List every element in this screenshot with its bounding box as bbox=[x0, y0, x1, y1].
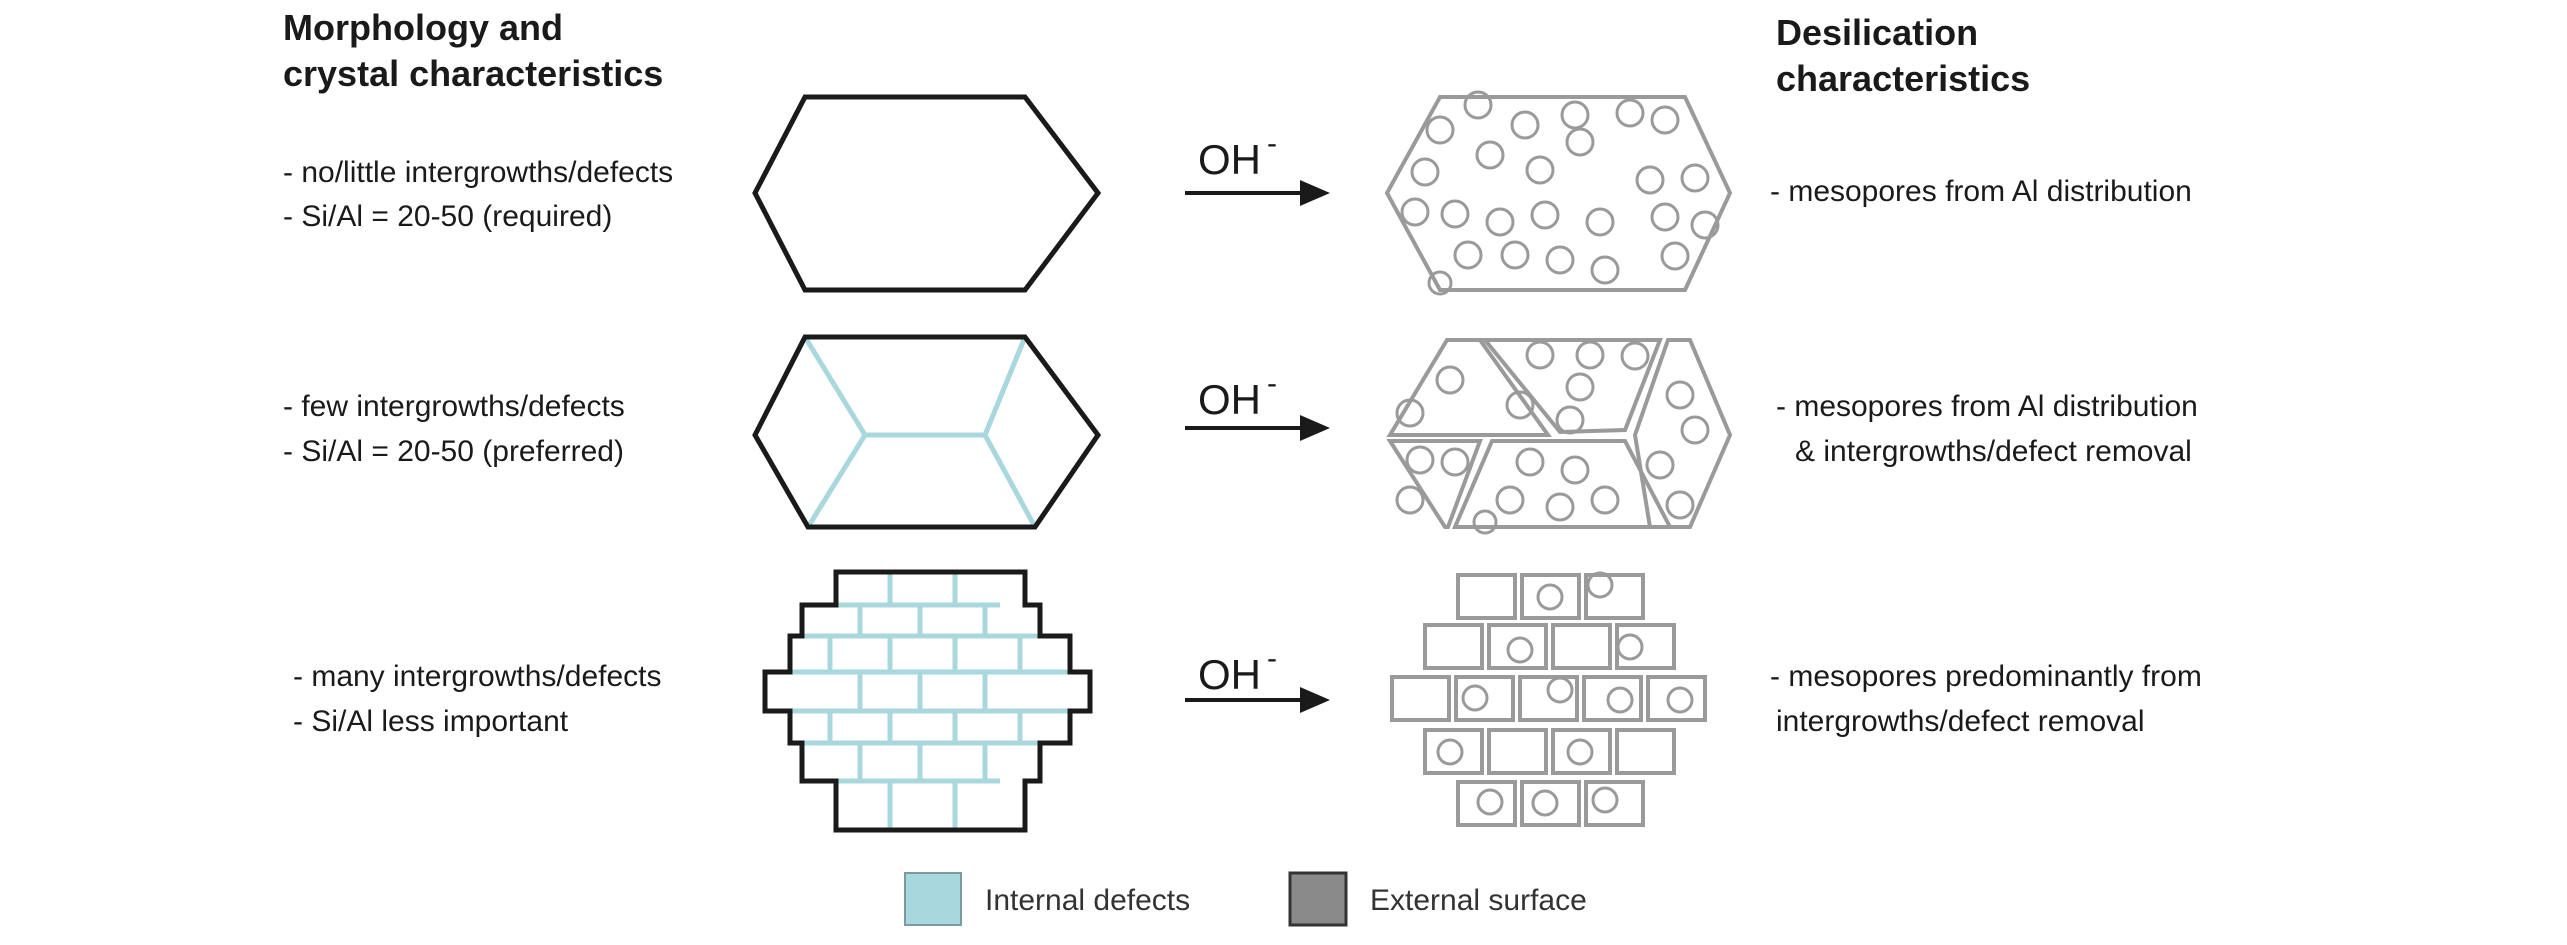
crystal2-internal-defects bbox=[802, 335, 1038, 529]
desilicated-crystal1 bbox=[1384, 90, 1733, 296]
arrow1-label: OH- bbox=[1198, 127, 1277, 183]
row1-right-line1: - mesopores from Al distribution bbox=[1770, 175, 2192, 208]
mesopores1 bbox=[1400, 90, 1720, 296]
row3-left-line2: - Si/Al less important bbox=[293, 705, 569, 738]
mesopores3 bbox=[1436, 571, 1694, 817]
left-heading-line2: crystal characteristics bbox=[283, 53, 664, 94]
left-heading-line1: Morphology and bbox=[283, 7, 563, 48]
legend-label-external-surface: External surface bbox=[1370, 884, 1587, 917]
crystal1-hexagon bbox=[752, 94, 1102, 293]
arrow3-head bbox=[1300, 687, 1330, 713]
crystal2 bbox=[752, 334, 1102, 530]
desilicated-crystal3 bbox=[1390, 571, 1707, 827]
legend-label-internal-defects: Internal defects bbox=[985, 884, 1191, 917]
right-heading-line1: Desilication bbox=[1776, 12, 1979, 53]
legend-swatch-external-surface bbox=[1288, 871, 1348, 927]
crystal2-hexagon bbox=[752, 334, 1102, 530]
row3-left-line1: - many intergrowths/defects bbox=[293, 660, 662, 693]
arrow2-head bbox=[1300, 415, 1330, 441]
row2-right-line1: - mesopores from Al distribution bbox=[1776, 390, 2198, 423]
row1-left-line1: - no/little intergrowths/defects bbox=[283, 156, 674, 189]
arrow3-label: OH- bbox=[1198, 642, 1277, 698]
arrow1-head bbox=[1300, 180, 1330, 206]
desilicated-crystal2 bbox=[1386, 338, 1733, 535]
crystal3-outline bbox=[762, 569, 1093, 833]
row3-right-line2: intergrowths/defect removal bbox=[1776, 705, 2145, 738]
row3-right-line1: - mesopores predominantly from bbox=[1770, 660, 2202, 693]
legend-swatch-internal-defects bbox=[904, 872, 962, 926]
row2-right-line2: & intergrowths/defect removal bbox=[1795, 435, 2192, 468]
right-heading-line2: characteristics bbox=[1776, 58, 2031, 99]
row2-left-line1: - few intergrowths/defects bbox=[283, 390, 625, 423]
row2-left-line2: - Si/Al = 20-50 (preferred) bbox=[283, 435, 624, 468]
row1-left-line2: - Si/Al = 20-50 (required) bbox=[283, 200, 613, 233]
crystal3 bbox=[762, 569, 1093, 833]
mesopores2 bbox=[1395, 340, 1710, 535]
arrow2-label: OH- bbox=[1198, 367, 1277, 423]
crystal3-internal-defects bbox=[770, 572, 1070, 830]
